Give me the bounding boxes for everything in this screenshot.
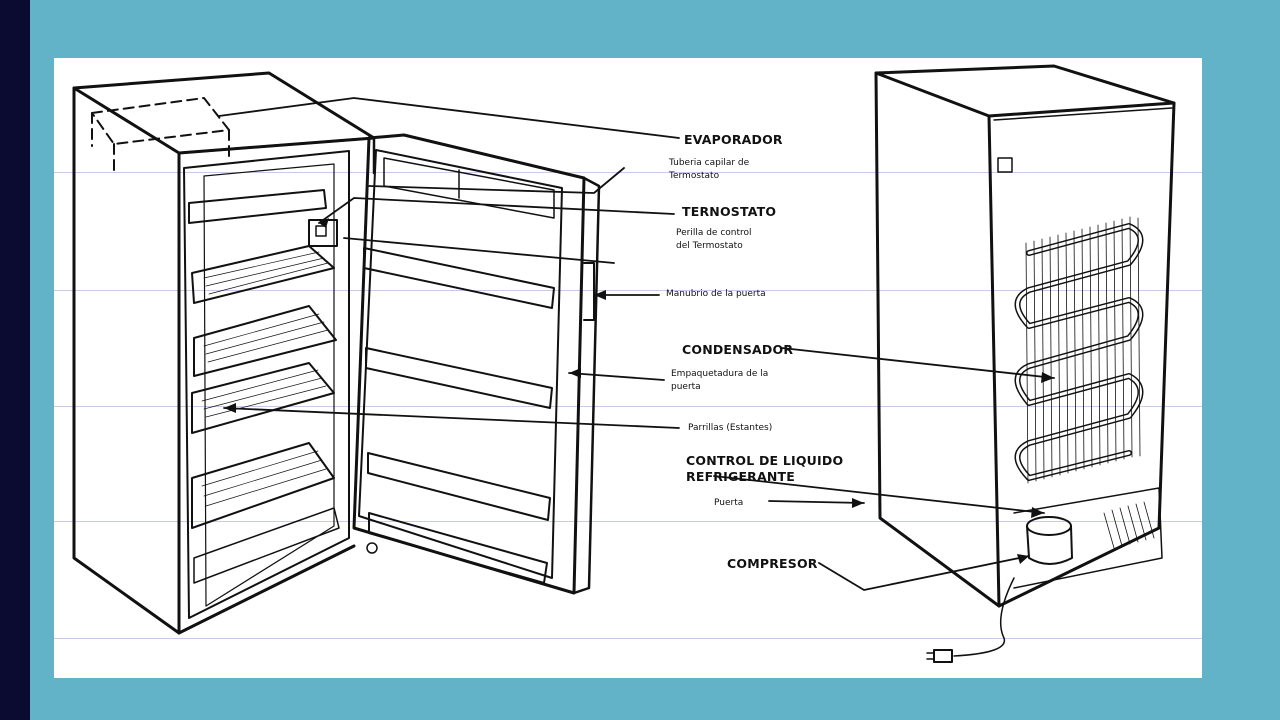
label-compresor: COMPRESOR <box>727 556 818 571</box>
diagram-panel: EVAPORADOR Tuberia capilar de Termostato… <box>54 58 1202 678</box>
left-accent-bar <box>0 0 30 720</box>
power-plug-icon <box>933 649 953 663</box>
guide-line <box>54 521 1202 522</box>
label-termostato: TERNOSTATO <box>682 204 777 219</box>
label-parrillas: Parrillas (Estantes) <box>688 423 773 433</box>
refrigerator-illustrations <box>72 64 1176 663</box>
label-empaquetadura: Empaquetadura de la puerta <box>671 369 769 392</box>
label-puerta: Puerta <box>714 498 744 508</box>
label-condensador: CONDENSADOR <box>682 342 794 357</box>
guide-line <box>54 172 1202 173</box>
label-evaporador: EVAPORADOR <box>684 132 783 147</box>
guide-line <box>54 290 1202 291</box>
guide-line <box>54 638 1202 639</box>
refrigerator-back-illustration <box>874 64 1176 663</box>
label-manubrio: Manubrio de la puerta <box>666 289 766 299</box>
label-control-liquido: CONTROL DE LIQUIDO REFRIGERANTE <box>686 453 844 484</box>
label-tuberia-capilar: Tuberia capilar de Termostato <box>669 158 750 181</box>
guide-line <box>54 406 1202 407</box>
leader-lines <box>218 97 1055 591</box>
label-perilla-control: Perilla de control del Termostato <box>676 228 752 251</box>
refrigerator-front-illustration <box>72 71 601 635</box>
